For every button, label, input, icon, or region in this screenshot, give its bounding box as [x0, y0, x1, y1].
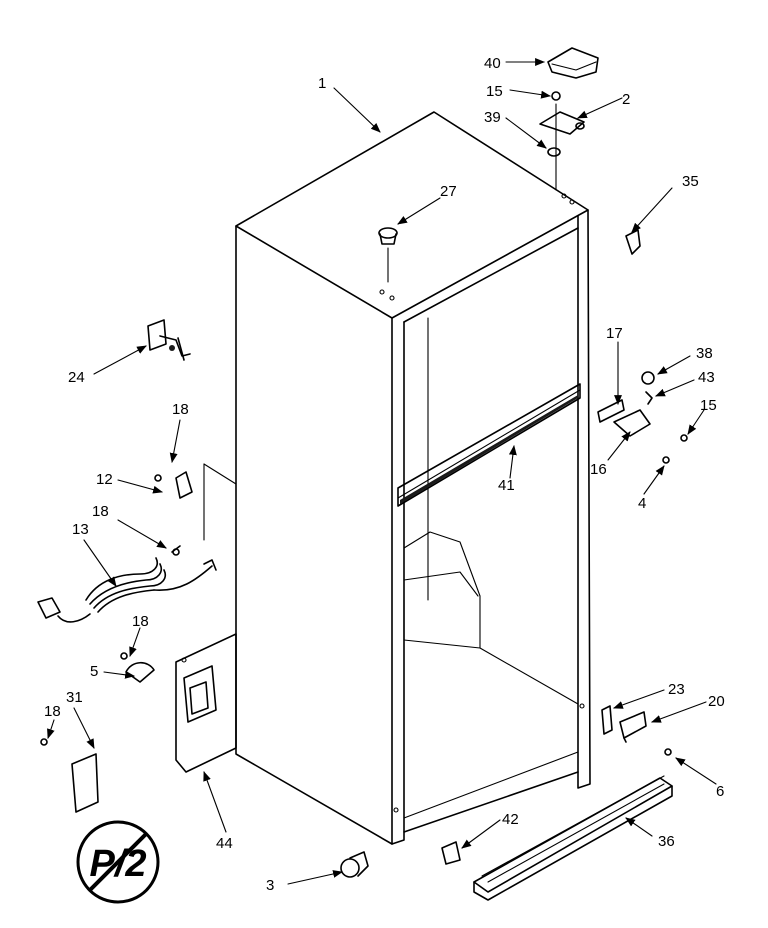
door-stop-part	[441, 841, 461, 865]
callout-16: 16	[590, 461, 607, 478]
callout-2: 2	[622, 91, 630, 108]
callout-4: 4	[638, 495, 646, 512]
clamp-part	[120, 652, 155, 683]
callout-18-d: 18	[44, 703, 61, 720]
power-cord-part	[37, 463, 237, 623]
cover-plate-part	[40, 738, 99, 813]
callout-labels: 1 40 15 2 39 35 27 24 18 12 18 13 18 5 3…	[44, 55, 725, 894]
callout-18-b: 18	[92, 503, 109, 520]
top-hinge-part	[539, 91, 585, 191]
callout-31: 31	[66, 689, 83, 706]
callout-6: 6	[716, 783, 724, 800]
callout-23: 23	[668, 681, 685, 698]
base-grille-part	[473, 775, 673, 901]
callout-12: 12	[96, 471, 113, 488]
cabinet-part	[235, 111, 591, 845]
bracket-part	[147, 319, 191, 361]
p2-stamp: P/2	[76, 820, 160, 904]
callout-27: 27	[440, 183, 457, 200]
plug-button-part	[378, 227, 398, 283]
divider-bar-part	[397, 383, 581, 507]
shim-part	[625, 229, 641, 255]
bottom-hinge-part	[601, 705, 672, 756]
roller-part	[340, 851, 369, 878]
callout-40: 40	[484, 55, 501, 72]
hinge-cover-part	[547, 47, 599, 79]
callout-5: 5	[90, 663, 98, 680]
callout-24: 24	[68, 369, 85, 386]
callout-18-c: 18	[132, 613, 149, 630]
callout-15-right: 15	[700, 397, 717, 414]
callout-39: 39	[484, 109, 501, 126]
callout-35: 35	[682, 173, 699, 190]
callout-13: 13	[72, 521, 89, 538]
callout-17: 17	[606, 325, 623, 342]
callout-18-a: 18	[172, 401, 189, 418]
mounting-bracket-part	[175, 633, 237, 773]
callout-36: 36	[658, 833, 675, 850]
callout-44: 44	[216, 835, 233, 852]
callout-3: 3	[266, 877, 274, 894]
callout-38: 38	[696, 345, 713, 362]
middle-hinge-part	[597, 371, 688, 464]
callout-1: 1	[318, 75, 326, 92]
callout-41: 41	[498, 477, 515, 494]
callout-43: 43	[698, 369, 715, 386]
callout-20: 20	[708, 693, 725, 710]
callout-42: 42	[502, 811, 519, 828]
leader-lines	[47, 58, 717, 885]
callout-15-top: 15	[486, 83, 503, 100]
